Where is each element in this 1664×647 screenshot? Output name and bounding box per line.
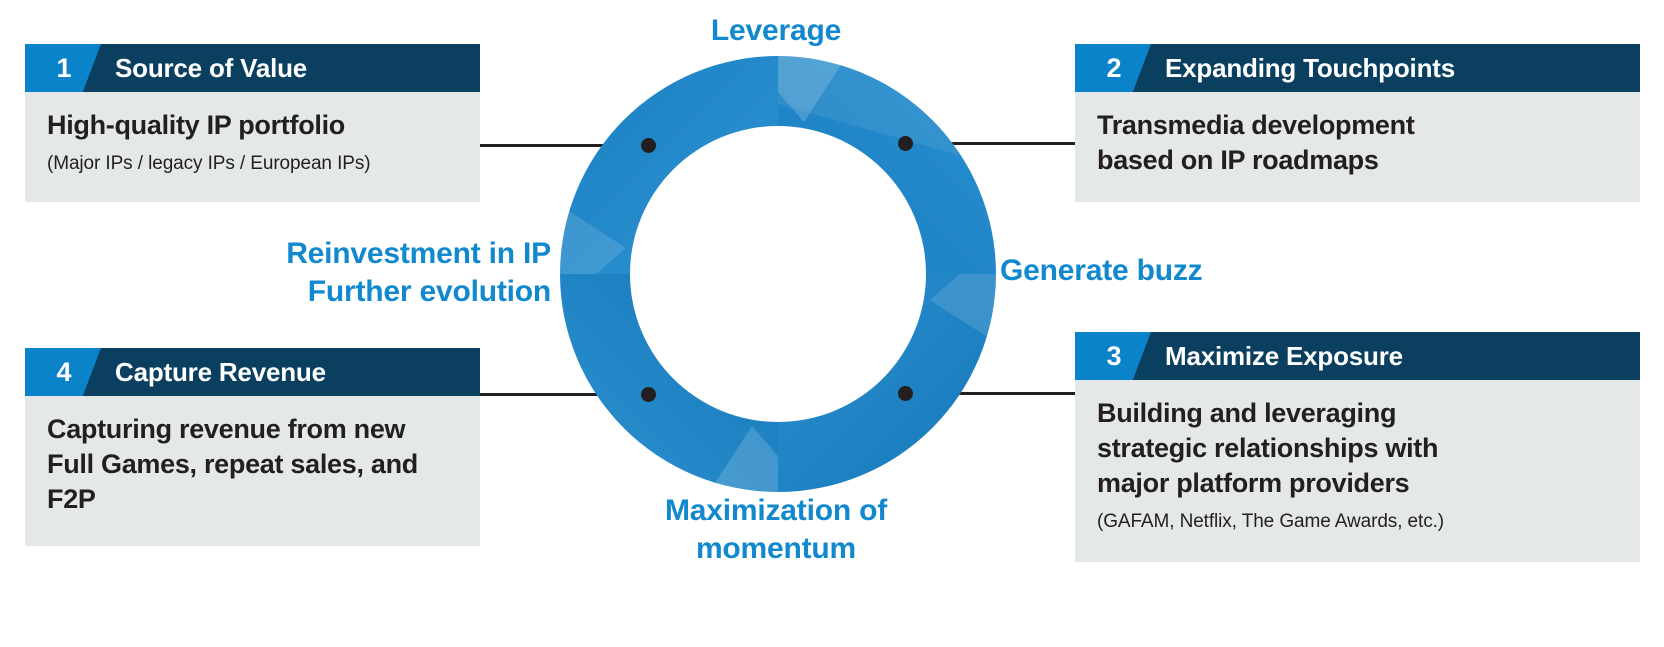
cycle-label-leverage: Leverage — [710, 14, 842, 47]
cycle-ring-diagram — [552, 48, 1004, 500]
ring-shade-b — [552, 378, 672, 500]
card-source-of-value[interactable]: 1 Source of Value High-quality IP portfo… — [25, 44, 480, 202]
ring-segment-top-right — [778, 48, 1004, 274]
ring-notch-bottom — [704, 426, 778, 500]
card4-title: Capture Revenue — [115, 356, 326, 387]
connector-dot-card2 — [898, 136, 913, 151]
ring-notch-left — [552, 200, 626, 274]
card3-header: 3 Maximize Exposure — [1075, 332, 1640, 380]
card-maximize-exposure[interactable]: 3 Maximize Exposure Building and leverag… — [1075, 332, 1640, 562]
ring-segment-bottom-left — [552, 274, 778, 500]
cycle-label-maximization-of-momentum: Maximization of momentum — [664, 494, 887, 566]
card-expanding-touchpoints[interactable]: 2 Expanding Touchpoints Transmedia devel… — [1075, 44, 1640, 202]
card1-main-text: High-quality IP portfolio — [47, 110, 345, 140]
card3-body: Building and leveraging strategic relati… — [1075, 380, 1640, 562]
connector-dot-card4 — [641, 387, 656, 402]
ring-segment-bottom-right — [778, 274, 1004, 500]
connector-dot-card3 — [898, 386, 913, 401]
ring-notch-right — [930, 274, 1004, 348]
card3-main-text: Building and leveraging strategic relati… — [1097, 398, 1439, 499]
ring-shade-a — [778, 48, 1004, 168]
cycle-label-reinvestment-in-ip: Reinvestment in IP Further evolution — [286, 237, 551, 309]
card1-number-badge: 1 — [25, 44, 101, 92]
card3-title: Maximize Exposure — [1165, 340, 1403, 371]
ring-notch-top — [778, 48, 852, 122]
card4-main-text: Capturing revenue from new Full Games, r… — [47, 414, 418, 515]
card-capture-revenue[interactable]: 4 Capture Revenue Capturing revenue from… — [25, 348, 480, 546]
card3-note-text: (GAFAM, Netflix, The Game Awards, etc.) — [1097, 511, 1445, 533]
cycle-label-generate-buzz: Generate buzz — [1000, 254, 1203, 287]
card2-main-text: Transmedia development based on IP roadm… — [1097, 110, 1415, 176]
card1-header: 1 Source of Value — [25, 44, 480, 92]
card4-number-badge: 4 — [25, 348, 101, 396]
card2-body: Transmedia development based on IP roadm… — [1075, 92, 1640, 202]
card1-note-text: (Major IPs / legacy IPs / European IPs) — [47, 153, 371, 175]
ring-segments — [552, 48, 1004, 500]
card4-header: 4 Capture Revenue — [25, 348, 480, 396]
card2-number-badge: 2 — [1075, 44, 1151, 92]
connector-dot-card1 — [641, 138, 656, 153]
card2-header: 2 Expanding Touchpoints — [1075, 44, 1640, 92]
ring-segment-top-left — [552, 48, 778, 274]
card1-title: Source of Value — [115, 52, 308, 83]
card3-number-badge: 3 — [1075, 332, 1151, 380]
card4-body: Capturing revenue from new Full Games, r… — [25, 396, 480, 546]
card1-body: High-quality IP portfolio (Major IPs / l… — [25, 92, 480, 202]
card2-title: Expanding Touchpoints — [1165, 52, 1455, 83]
